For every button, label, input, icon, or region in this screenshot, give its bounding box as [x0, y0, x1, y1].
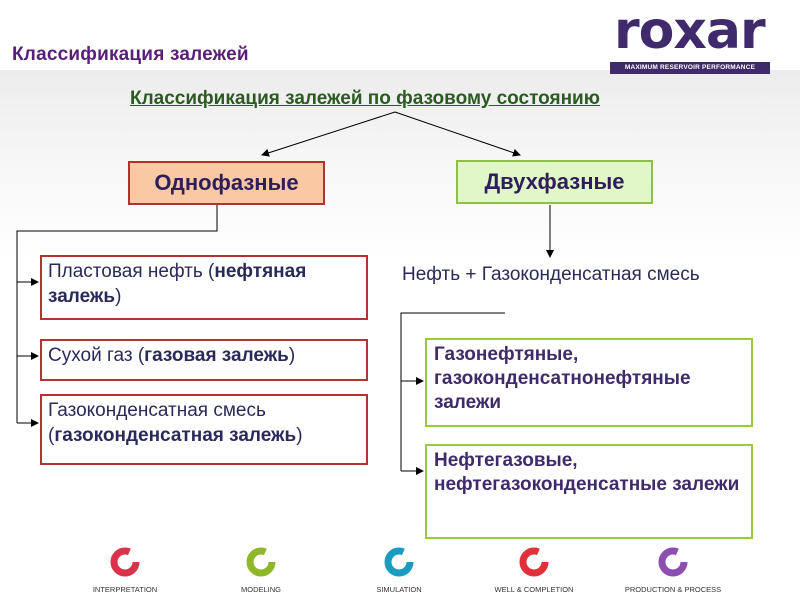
- gas-reservoir-text: Сухой газ (: [48, 345, 145, 366]
- footer-label-interpretation: INTERPRETATION: [92, 585, 158, 594]
- footer-label-simulation: SIMULATION: [376, 585, 422, 594]
- oil-reservoir-bold: нефтяная залежь: [48, 261, 307, 307]
- logo-wordmark: roxar: [614, 1, 766, 61]
- logo-tagline: MAXIMUM RESERVOIR PERFORMANCE: [610, 62, 770, 74]
- roxar-logo: roxar MAXIMUM RESERVOIR PERFORMANCE: [610, 1, 772, 74]
- footer-label-modeling: MODELING: [240, 585, 281, 594]
- footer-item-simulation: SIMULATION: [324, 545, 474, 594]
- diagram-title: Классификация залежей по фазовому состоя…: [130, 88, 600, 109]
- footer-label-well-completion: WELL & COMPLETION: [494, 585, 574, 594]
- interpretation-icon: [110, 547, 140, 577]
- left-bracket-line: [16, 205, 218, 423]
- condensate-reservoir-bold: газоконденсатная залежь: [54, 425, 297, 446]
- footer-process-bar: INTERPRETATION MODELING SIMULATION WELL …: [0, 545, 800, 600]
- gas-reservoir-box: Сухой газ (газовая залежь): [40, 339, 368, 381]
- slide-title: Классификация залежей: [12, 44, 249, 65]
- footer-item-well-completion: WELL & COMPLETION: [459, 545, 609, 594]
- gas-reservoir-close: ): [288, 345, 296, 366]
- gas-oil-reservoirs-box: Газонефтяные, газоконденсатнонефтяные за…: [425, 338, 753, 427]
- footer-item-production-process: PRODUCTION & PROCESS: [598, 545, 748, 594]
- right-bracket-line: [400, 312, 505, 471]
- simulation-icon: [384, 547, 414, 577]
- single-phase-box: Однофазные: [128, 161, 325, 205]
- gas-reservoir-bold: газовая залежь: [144, 345, 289, 366]
- condensate-reservoir-close: ): [296, 425, 303, 446]
- footer-item-modeling: MODELING: [186, 545, 336, 594]
- condensate-reservoir-text: Газоконденсатная смесь (: [48, 400, 266, 446]
- oil-reservoir-text: Пластовая нефть (: [48, 261, 215, 282]
- oil-reservoir-box: Пластовая нефть (нефтяная залежь): [40, 255, 368, 320]
- condensate-reservoir-box: Газоконденсатная смесь (газоконденсатная…: [40, 394, 368, 465]
- two-phase-box: Двухфазные: [456, 160, 653, 204]
- arrow-to-two-phase: [394, 111, 521, 157]
- footer-item-interpretation: INTERPRETATION: [50, 545, 200, 594]
- modeling-icon: [246, 547, 276, 577]
- footer-label-production-process: PRODUCTION & PROCESS: [624, 585, 722, 594]
- production-process-icon: [658, 547, 688, 577]
- oil-reservoir-close: ): [115, 286, 122, 307]
- oil-gas-reservoirs-box: Нефтегазовые, нефтегазоконденсатные зале…: [425, 444, 753, 539]
- arrow-to-single-phase: [261, 111, 396, 157]
- well-completion-icon: [519, 547, 549, 577]
- oil-condensate-mix-label: Нефть + Газоконденсатная смесь: [402, 264, 700, 285]
